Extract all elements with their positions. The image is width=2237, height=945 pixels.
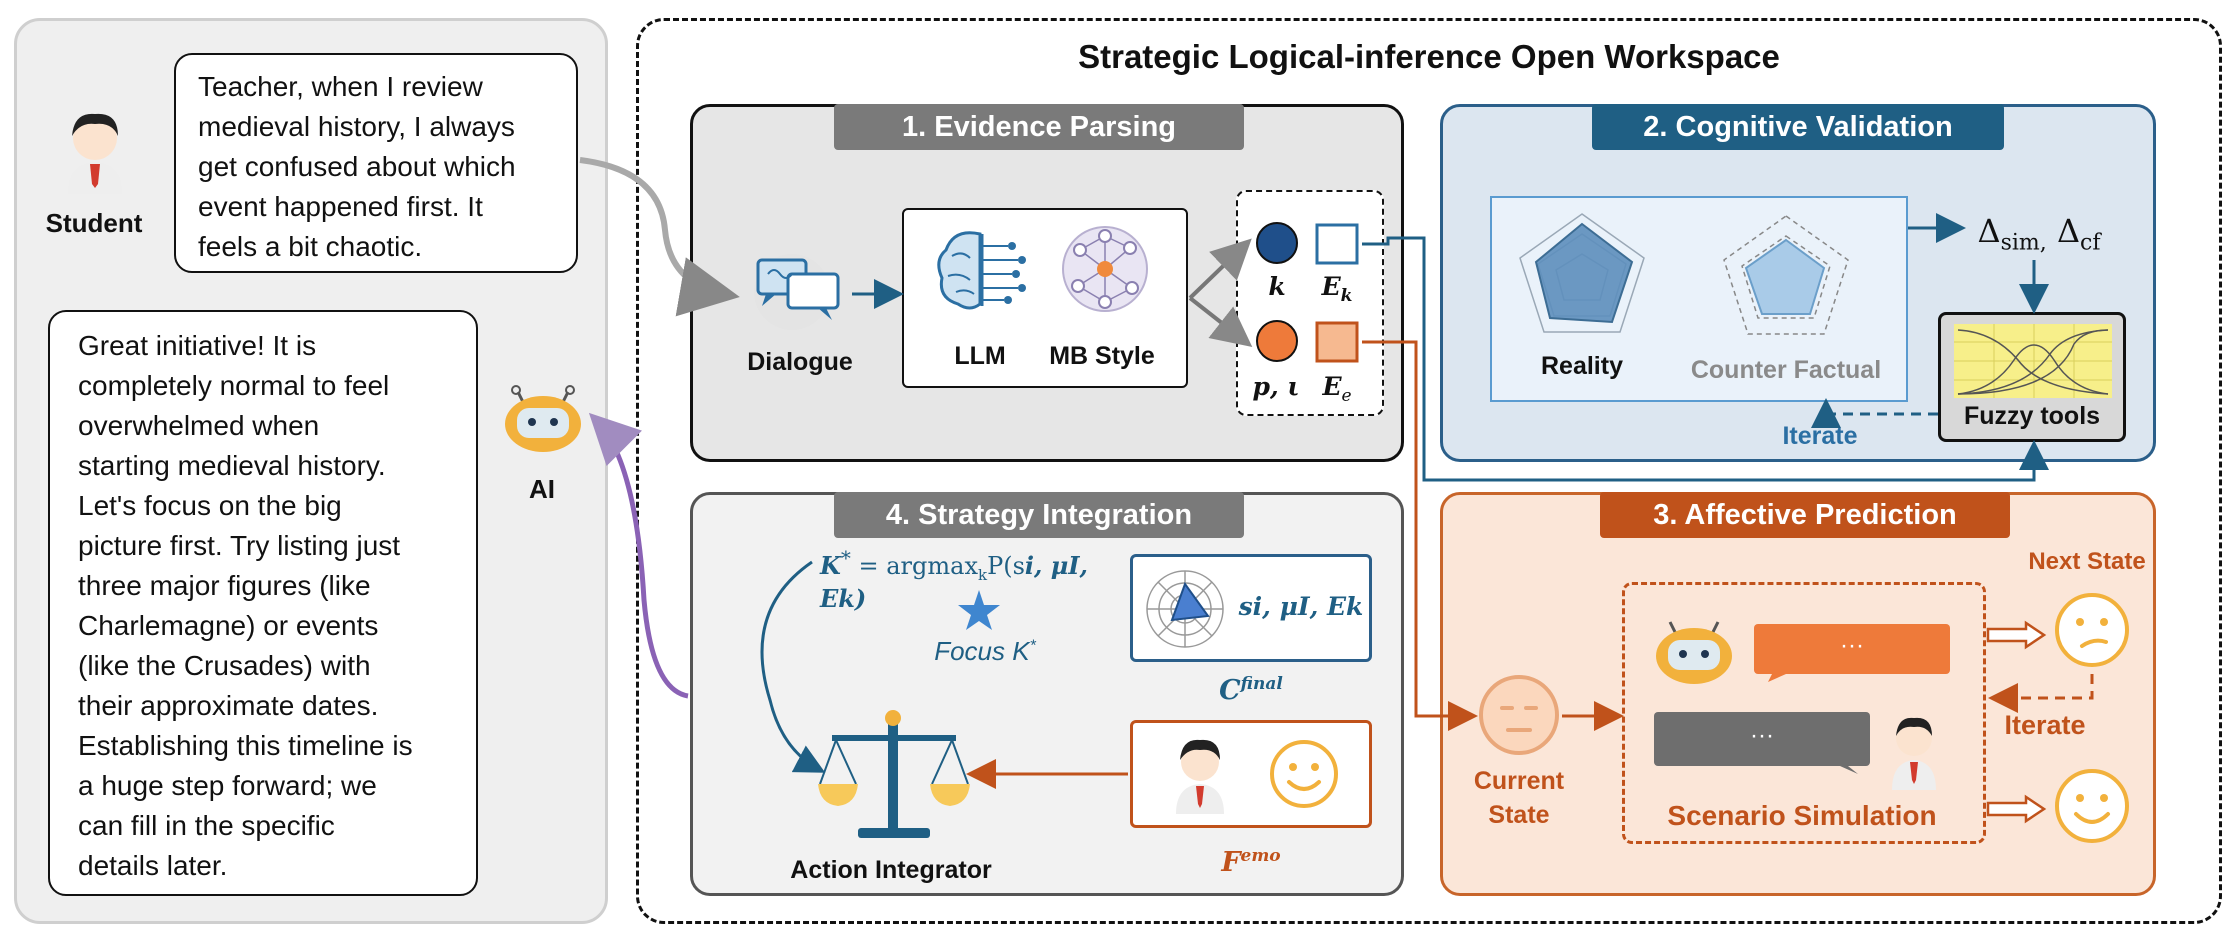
ai-line: Great initiative! It is	[78, 330, 317, 361]
student-line: Teacher, when I review	[198, 71, 483, 102]
hollow-arrow-icon	[1986, 794, 2047, 824]
reality-label: Reality	[1541, 352, 1623, 380]
student-label: Student	[45, 208, 143, 238]
affective-iterate-label: Iterate	[2004, 710, 2086, 740]
dialogue-label: Dialogue	[747, 348, 853, 376]
ai-message: Great initiative! It is completely norma…	[48, 310, 478, 896]
llm-to-k-arrow	[1188, 238, 1252, 300]
counterfactual-radar-icon	[1723, 215, 1849, 335]
current-state-line: State	[1488, 801, 1550, 829]
ai-line: Establishing this timeline is	[78, 730, 413, 761]
formula-to-scale-arrow	[760, 560, 826, 773]
neutral-face-icon	[1479, 675, 1559, 755]
student-line: get confused about which	[198, 151, 516, 182]
student-avatar-icon	[68, 113, 122, 194]
delta-label: Δsim, Δcf	[1977, 212, 2101, 256]
ai-line: starting medieval history.	[78, 450, 386, 481]
chat-bubbles-icon	[754, 254, 840, 330]
ai-line: details later.	[78, 850, 228, 881]
robot-icon	[505, 385, 581, 452]
ai-line: three major figures (like	[78, 570, 371, 601]
workspace-title: Strategic Logical-inference Open Workspa…	[1078, 38, 1780, 75]
ai-bubble-ellipsis: ···	[1840, 632, 1864, 659]
student-to-dialogue-arrow	[579, 157, 740, 317]
cfinal-label: Cfinal	[1219, 674, 1283, 706]
ek-square-icon	[1315, 223, 1359, 265]
llm-label: LLM	[954, 342, 1006, 370]
hollow-arrow-icon	[1986, 620, 2047, 650]
star-icon	[958, 590, 1000, 630]
argmax-formula: K* = argmaxkP(si, μI, Ek)	[820, 546, 1088, 613]
evidence-parsing-header: 1. Evidence Parsing	[834, 104, 1244, 150]
workspace-frame	[636, 18, 2222, 924]
ai-line: Let's focus on the big	[78, 490, 342, 521]
balance-scale-icon	[818, 710, 970, 838]
ai-line: a huge step forward; we	[78, 770, 377, 801]
mb-style-label: MB Style	[1049, 342, 1155, 370]
student-speech-bubble	[1654, 712, 1870, 774]
scenario-simulation-label: Scenario Simulation	[1667, 800, 1937, 831]
smiley-icon	[2055, 769, 2129, 843]
llm-to-p-arrow	[1188, 296, 1253, 347]
confused-face-icon	[2055, 593, 2129, 667]
p-iota-label: p, ι	[1252, 372, 1300, 401]
ek-label: Ek	[1321, 272, 1353, 306]
fuzzy-iterate-arrow	[1811, 398, 1938, 428]
ee-label: Ee	[1322, 372, 1352, 406]
radar-chart-icon	[1146, 570, 1224, 648]
ai-line: picture first. Try listing just	[78, 530, 401, 561]
smiley-icon	[1270, 740, 1338, 808]
current-state-line: Current	[1473, 767, 1565, 795]
student-bubble-ellipsis: ···	[1750, 722, 1774, 749]
p-node-icon	[1256, 320, 1298, 362]
ai-speech-bubble	[1754, 624, 1950, 682]
current-state-label: Current State	[1456, 764, 1582, 832]
student-line: medieval history, I always	[198, 111, 515, 142]
k-label: k	[1268, 272, 1286, 301]
ai-label: AI	[529, 474, 555, 504]
affective-prediction-header: 3. Affective Prediction	[1600, 492, 2010, 538]
next-state-label: Next State	[2028, 548, 2146, 575]
brain-circuit-icon	[937, 231, 1026, 310]
student-line: feels a bit chaotic.	[198, 231, 423, 262]
ee-to-current-state-line	[1362, 340, 1478, 731]
cfinal-vars: si, μI, Ek	[1238, 592, 1364, 621]
student-avatar-icon	[1892, 717, 1936, 790]
student-avatar-icon	[1176, 739, 1224, 814]
ai-line: their approximate dates.	[78, 690, 379, 721]
focus-k-label: Focus K*	[934, 636, 1036, 666]
affective-iterate-arrow	[1988, 674, 2094, 713]
reality-radar-icon	[1519, 213, 1645, 333]
ee-square-icon	[1315, 321, 1359, 363]
workspace-to-ai-arrow	[588, 412, 689, 699]
fuzzy-curve-icon	[1954, 324, 2112, 398]
k-node-icon	[1256, 222, 1298, 264]
network-icon	[1062, 226, 1148, 312]
student-message: Teacher, when I review medieval history,…	[174, 53, 578, 273]
strategy-integration-header: 4. Strategy Integration	[834, 492, 1244, 538]
action-integrator-label: Action Integrator	[790, 856, 992, 884]
ai-line: Charlemagne) or events	[78, 610, 379, 641]
robot-icon	[1656, 621, 1732, 684]
student-line: event happened first. It	[198, 191, 483, 222]
ai-line: can fill in the specific	[78, 810, 335, 841]
counterfactual-label: Counter Factual	[1690, 356, 1882, 384]
cognitive-validation-header: 2. Cognitive Validation	[1592, 104, 2004, 150]
ai-line: completely normal to feel	[78, 370, 390, 401]
evidence-output-box	[1236, 190, 1384, 416]
femo-label: Femo	[1221, 846, 1281, 878]
fuzzy-tools-label: Fuzzy tools	[1963, 402, 2101, 430]
ek-to-fuzzy-line	[1362, 236, 2049, 482]
ai-line: (like the Crusades) with	[78, 650, 371, 681]
ai-line: overwhelmed when	[78, 410, 320, 441]
